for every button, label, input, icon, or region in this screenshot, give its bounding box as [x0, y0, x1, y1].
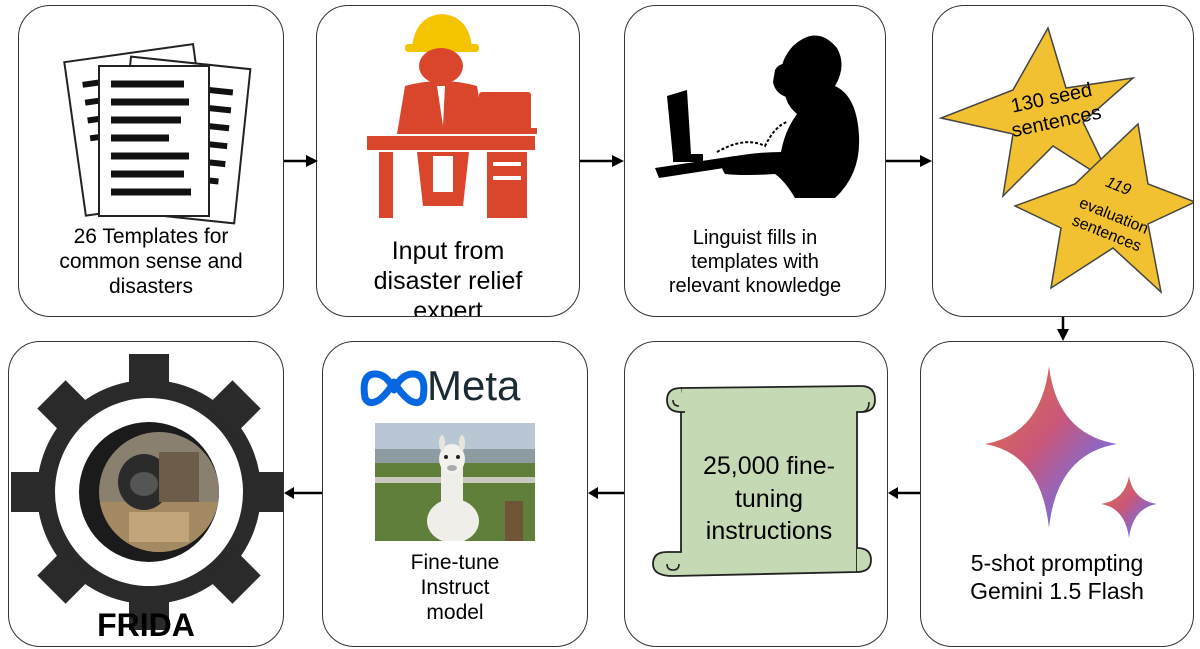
seeds-step: 130 seed sentences 119 evaluation senten…	[932, 5, 1194, 317]
gemini-step: 5-shot prompting Gemini 1.5 Flash	[920, 341, 1194, 647]
arrow-gemini-to-instructions	[888, 487, 920, 499]
arrow-instructions-to-meta	[588, 487, 624, 499]
documents-icon	[63, 42, 252, 225]
templates-step: 26 Templates for common sense and disast…	[18, 5, 284, 317]
star-icon	[938, 26, 1193, 295]
linguist-phone-icon	[655, 35, 860, 199]
meta-step: Meta Fine-tune Instruct model	[322, 341, 588, 647]
arrow-linguist-to-seeds	[886, 155, 932, 167]
linguist-step: Linguist fills in templates with relevan…	[624, 5, 886, 317]
meta-label: Fine-tune Instruct model	[410, 551, 500, 625]
templates-label: 26 Templates for common sense and disast…	[59, 225, 243, 299]
scroll-icon	[652, 385, 876, 577]
gemini-label: 5-shot prompting Gemini 1.5 Flash	[970, 550, 1144, 604]
instructions-label: 25,000 fine-tuning instructions	[702, 452, 836, 545]
meta-brand-text: Meta	[427, 362, 521, 409]
instructions-step: 25,000 fine-tuning instructions	[624, 341, 888, 647]
frida-label: FRIDA	[97, 607, 195, 643]
gemini-sparkle-icon	[985, 366, 1157, 538]
arrow-seeds-to-gemini	[1057, 317, 1069, 341]
expert-label: Input from disaster relief expert	[373, 237, 523, 317]
expert-step: Input from disaster relief expert	[316, 5, 580, 317]
arrow-meta-to-frida	[284, 487, 322, 499]
construction-worker-icon	[367, 14, 537, 218]
meta-logo-icon	[360, 370, 428, 407]
soldier-photo	[99, 432, 219, 552]
llama-photo	[375, 423, 535, 541]
linguist-label: Linguist fills in templates with relevan…	[668, 227, 842, 297]
arrow-templates-to-expert	[284, 155, 318, 167]
frida-step: FRIDA	[8, 341, 284, 647]
arrow-expert-to-linguist	[580, 155, 624, 167]
